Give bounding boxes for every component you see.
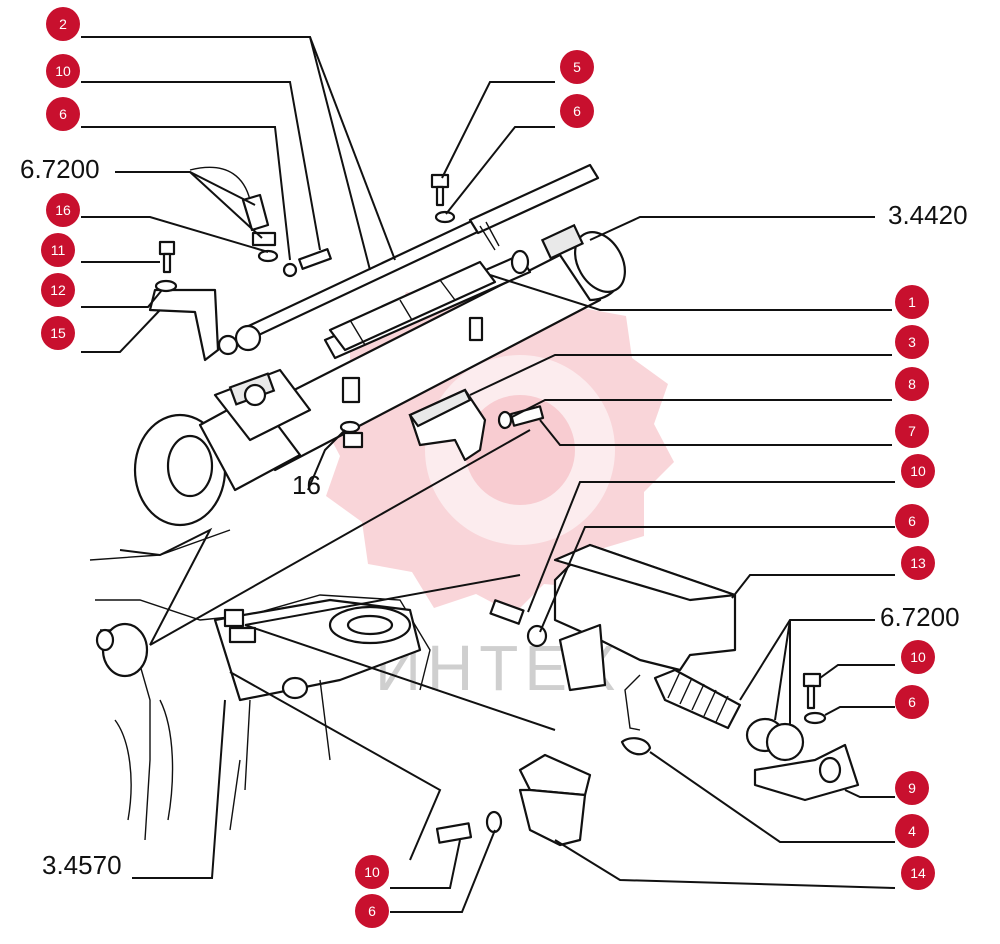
clamp-4 <box>620 737 652 756</box>
ref-label: 6.7200 <box>20 154 100 184</box>
svg-text:10: 10 <box>910 649 926 665</box>
svg-text:15: 15 <box>50 325 66 341</box>
callout-badge: 3 <box>895 325 929 359</box>
callout-badge: 6 <box>560 94 594 128</box>
svg-text:14: 14 <box>910 865 926 881</box>
bracket <box>148 288 220 362</box>
callout-badge: 15 <box>41 316 75 350</box>
ref-label: 3.4420 <box>888 200 968 230</box>
svg-text:6: 6 <box>908 513 916 529</box>
callout-badge: 6 <box>46 97 80 131</box>
callout-badge: 6 <box>895 504 929 538</box>
svg-text:4: 4 <box>908 823 916 839</box>
bolt-10-lower <box>435 822 473 844</box>
ref-label: 3.4570 <box>42 850 122 880</box>
svg-text:3: 3 <box>908 334 916 350</box>
svg-text:6: 6 <box>908 694 916 710</box>
callout-badge: 10 <box>355 855 389 889</box>
svg-text:6: 6 <box>573 103 581 119</box>
svg-text:1: 1 <box>908 294 916 310</box>
callout-badge: 11 <box>41 233 75 267</box>
callout-badge: 10 <box>901 640 935 674</box>
svg-text:11: 11 <box>51 242 66 258</box>
control-rod <box>217 163 600 356</box>
callout-badge: 7 <box>895 414 929 448</box>
bracket-hole <box>818 756 842 784</box>
washer-8 <box>497 410 513 430</box>
callout-badge: 5 <box>560 50 594 84</box>
svg-text:10: 10 <box>910 463 926 479</box>
callout-badge: 2 <box>46 7 80 41</box>
callout-badge: 16 <box>46 193 80 227</box>
cover-tab <box>558 623 607 692</box>
svg-text:7: 7 <box>908 423 916 439</box>
bolt-10 <box>489 599 525 625</box>
callout-badge: 12 <box>41 273 75 307</box>
callout-badge: 14 <box>901 856 935 890</box>
svg-text:6: 6 <box>59 106 67 122</box>
lift-cylinder-assembly <box>133 223 626 527</box>
ref-label: 6.7200 <box>880 602 960 632</box>
washer-6 <box>526 624 548 648</box>
callout-badge: 9 <box>895 771 929 805</box>
washer-6-lower <box>485 810 503 834</box>
svg-text:2: 2 <box>59 16 67 32</box>
callouts: 2 10 6 16 11 12 15 5 6 1 3 8 7 10 6 13 1… <box>41 7 935 928</box>
svg-text:13: 13 <box>910 555 926 571</box>
callout-badge: 6 <box>355 894 389 928</box>
svg-text:10: 10 <box>364 864 380 880</box>
protective-cover-top <box>553 543 737 602</box>
svg-text:12: 12 <box>50 282 66 298</box>
svg-text:8: 8 <box>908 376 916 392</box>
sensor-block-top <box>408 388 472 428</box>
ref-label: 16 <box>292 470 321 500</box>
callout-badge: 10 <box>901 454 935 488</box>
svg-text:5: 5 <box>573 59 581 75</box>
callout-badge: 13 <box>901 546 935 580</box>
callout-badge: 4 <box>895 814 929 848</box>
cable-line <box>189 166 251 201</box>
svg-text:6: 6 <box>368 903 376 919</box>
cable-end <box>241 193 270 232</box>
callout-badge: 10 <box>46 54 80 88</box>
leader-lines <box>81 36 896 913</box>
spring-sensor <box>624 668 827 762</box>
switch-block <box>518 788 587 847</box>
svg-text:16: 16 <box>55 202 71 218</box>
svg-text:10: 10 <box>55 63 71 79</box>
fasteners-upper <box>154 173 484 449</box>
switch-block-top <box>518 753 592 797</box>
callout-badge: 6 <box>895 685 929 719</box>
svg-text:9: 9 <box>908 780 916 796</box>
reference-labels: 6.7200 3.4420 16 6.7200 3.4570 <box>20 154 968 880</box>
callout-badge: 1 <box>895 285 929 319</box>
callout-badge: 8 <box>895 367 929 401</box>
